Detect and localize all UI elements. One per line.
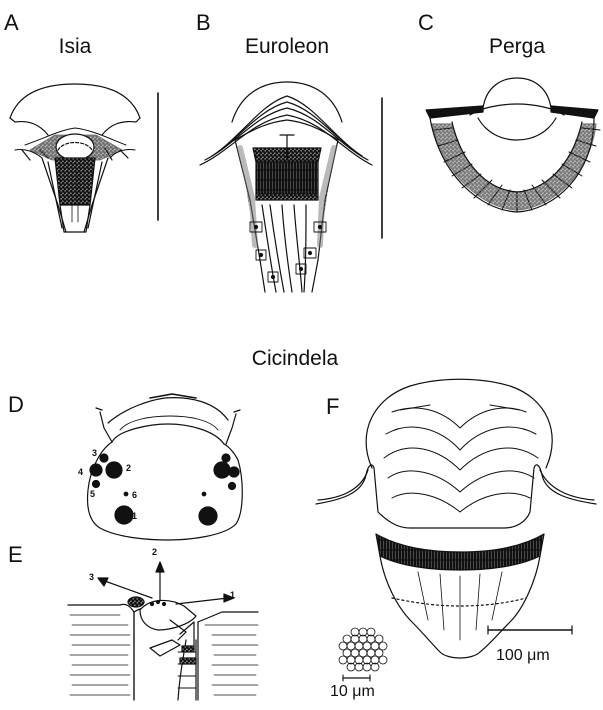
hexagon-facet-inset xyxy=(339,628,387,671)
larva-burrow-drawing xyxy=(68,562,258,700)
euroleon-eye-drawing xyxy=(200,82,372,292)
ocellus-section-drawing xyxy=(316,379,596,658)
cicindela-head-drawing xyxy=(88,394,243,540)
perga-eye-drawing xyxy=(426,78,600,212)
isia-eye-drawing xyxy=(10,84,140,232)
